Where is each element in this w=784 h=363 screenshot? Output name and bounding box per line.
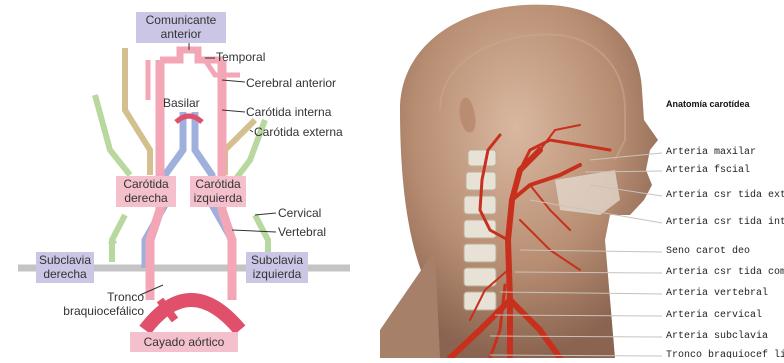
basilar-top: [176, 116, 202, 122]
box-cayado-text: Cayado aórtico: [144, 335, 225, 349]
label-arteria-cervical: Arteria cervical: [666, 310, 762, 321]
label-vertebral: Vertebral: [278, 225, 326, 239]
olive-branch-right: [225, 120, 255, 175]
label-seno-carotideo: Seno carot deo: [666, 246, 750, 257]
label-basilar: Basilar: [163, 96, 200, 110]
label-temporal: Temporal: [216, 50, 265, 64]
box-comunicante-anterior: Comunicante anterior: [136, 12, 226, 43]
label-carotida-externa: Carótida externa: [254, 125, 343, 139]
label-tronco-line2: braquiocefálico: [44, 304, 144, 318]
box-carotida-izquierda-line2: izquierda: [190, 191, 246, 205]
leader-cervical: [255, 213, 276, 215]
label-carotida-interna: Carótida interna: [246, 105, 331, 119]
green-vertebral-left: [112, 215, 125, 262]
box-subclavia-derecha: Subclavia derecha: [36, 252, 94, 283]
label-tronco-line1: Tronco: [44, 290, 144, 304]
label-cerebral-anterior: Cerebral anterior: [246, 76, 336, 90]
label-tronco-braquiocefalico-right: Tronco braquiocef li: [666, 350, 784, 358]
schematic-artery-diagram: Comunicante anterior Temporal Cerebral a…: [0, 0, 380, 358]
leader-vertebral: [232, 230, 276, 232]
anatomy-illustration-panel: Anatomía carotídea Arteria maxilar Arter…: [380, 0, 784, 358]
label-arteria-maxilar: Arteria maxilar: [666, 147, 756, 158]
vertebra-1: [468, 150, 496, 166]
box-carotida-derecha: Carótida derecha: [116, 176, 176, 207]
leader-carotida-externa: [250, 130, 253, 132]
box-subclavia-izquierda-line2: izquierda: [246, 267, 308, 281]
box-comunicante-line2: anterior: [136, 27, 226, 41]
neck-shoulder: [380, 250, 440, 358]
label-tronco-braquiocefalico: Tronco braquiocefálico: [44, 290, 144, 318]
head-neck-illustration: [380, 0, 784, 358]
box-subclavia-izquierda-line1: Subclavia: [246, 253, 308, 267]
box-subclavia-derecha-line2: derecha: [36, 267, 94, 281]
box-comunicante-line1: Comunicante: [136, 13, 226, 27]
box-subclavia-izquierda: Subclavia izquierda: [246, 252, 308, 283]
box-carotida-derecha-line2: derecha: [116, 191, 176, 205]
box-carotida-izquierda: Carótida izquierda: [190, 176, 246, 207]
vertebra-5: [464, 244, 496, 262]
label-arteria-facial: Arteria fscial: [666, 165, 750, 176]
box-cayado-aortico: Cayado aórtico: [130, 332, 238, 352]
box-carotida-izquierda-line1: Carótida: [190, 177, 246, 191]
box-carotida-derecha-line1: Carótida: [116, 177, 176, 191]
label-arteria-carotida-int: Arteria csr tida int: [666, 217, 784, 228]
label-arteria-carotida-com: Arteria csr tida com: [666, 267, 784, 278]
label-cervical: Cervical: [278, 206, 321, 220]
anatomy-title: Anatomía carotídea: [666, 99, 750, 109]
label-arteria-vertebral: Arteria vertebral: [666, 288, 768, 299]
box-subclavia-derecha-line1: Subclavia: [36, 253, 94, 267]
label-arteria-carotida-ext: Arteria csr tida ext: [666, 190, 784, 201]
head-silhouette: [400, 5, 658, 358]
label-arteria-subclavia: Arteria subclavia: [666, 331, 768, 342]
